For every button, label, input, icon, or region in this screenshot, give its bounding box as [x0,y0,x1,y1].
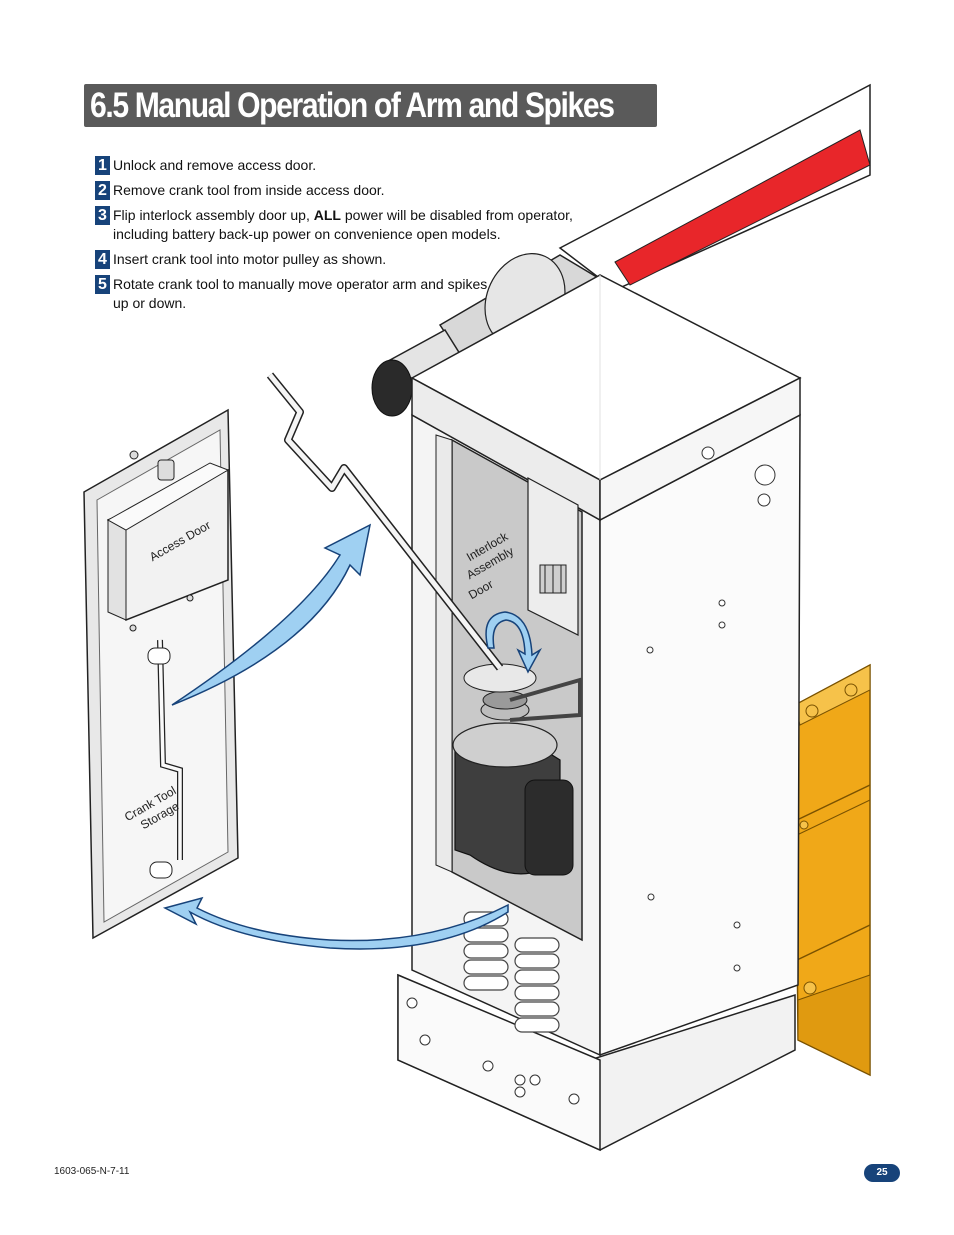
step-text: Rotate crank tool to manually move opera… [113,276,488,311]
section-title: 6.5 Manual Operation of Arm and Spikes [90,86,615,125]
document-code: 1603-065-N-7-11 [54,1166,130,1177]
rotate-arrow-icon [485,611,543,674]
curved-arrow-icon [162,896,509,950]
access-door-panel [83,408,239,940]
step-number: 4 [95,250,110,269]
arrow-icons [162,523,543,950]
operator-cabinet [397,274,802,1152]
step-number: 1 [95,156,110,175]
curved-arrow-icon [171,523,372,706]
crank-tool [266,372,504,671]
vent-slots [463,911,560,1033]
step-text: Unlock and remove access door. [113,157,317,173]
step-number: 2 [95,181,110,200]
step-number: 3 [95,206,110,225]
step-text: Flip interlock assembly door up, ALL pow… [113,207,573,242]
section-title-bar: 6.5 Manual Operation of Arm and Spikes [84,84,657,127]
step-text: Remove crank tool from inside access doo… [113,182,385,198]
step-number: 5 [95,275,110,294]
spike-assembly [794,663,871,1077]
page-number-badge: 25 [864,1164,900,1182]
step-text: Insert crank tool into motor pulley as s… [113,251,387,267]
